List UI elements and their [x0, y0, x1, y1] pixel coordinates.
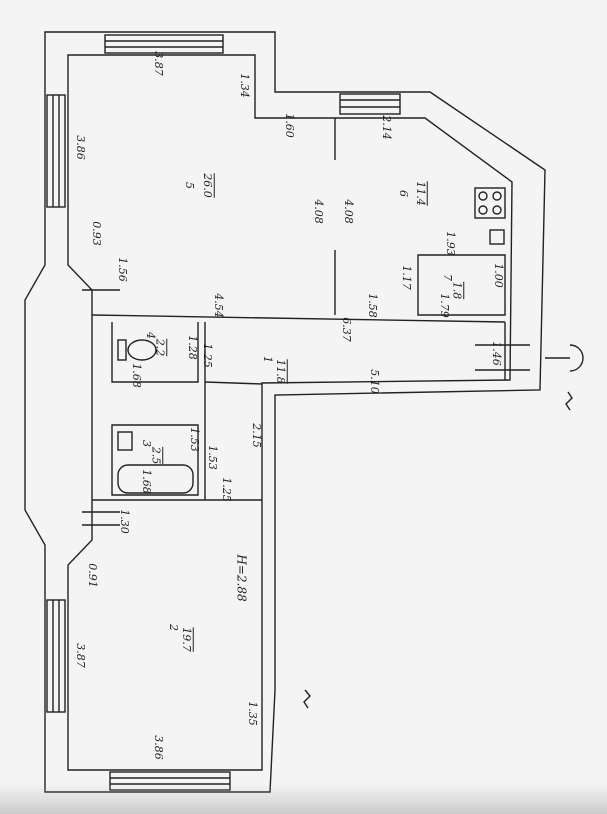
partition-wall: [111, 424, 199, 496]
room-7-area: 1.8: [450, 281, 464, 300]
toilet-bowl: [127, 339, 157, 361]
sink: [489, 229, 505, 245]
bathtub: [117, 464, 194, 494]
dim-label: 1.25: [200, 343, 214, 368]
entrance-door: [569, 344, 584, 372]
dim-label: 1.58: [365, 293, 379, 318]
room-6-area: 11.4: [413, 181, 427, 206]
room-5-number: 5: [183, 182, 196, 189]
window: [339, 93, 401, 115]
page-shadow: [0, 784, 607, 814]
dim-label: 0.91: [85, 563, 99, 588]
dim-label: 0.93: [89, 221, 103, 246]
dim-label: 1.60: [282, 113, 296, 138]
dim-label: 1.00: [491, 263, 505, 288]
dim-label: 4.08: [311, 199, 325, 224]
toilet-tank: [117, 339, 127, 361]
window: [46, 94, 66, 208]
dim-label: 1.68: [129, 363, 143, 388]
ceiling-height: H=2.88: [234, 554, 249, 602]
partition-wall: [204, 381, 263, 385]
dim-label: 1.34: [237, 73, 251, 98]
dim-label: 1.93: [443, 231, 457, 256]
dim-label: 3.86: [151, 735, 165, 760]
dim-label: 6.37: [339, 317, 353, 342]
partition-wall: [91, 314, 506, 323]
room-1-area: 11.8: [273, 359, 287, 384]
partition-wall: [111, 322, 199, 383]
inner-wall: [67, 54, 513, 771]
window: [104, 34, 224, 54]
washbasin: [117, 431, 133, 451]
room-1-number: 1: [261, 356, 274, 363]
stove: [474, 187, 506, 219]
room-7-number: 7: [441, 274, 454, 281]
dim-label: 1.56: [115, 257, 129, 282]
dim-label: 5.10: [367, 369, 381, 394]
dim-label: 1.68: [139, 469, 153, 494]
dim-label: 1.25: [219, 477, 233, 502]
dim-label: 1.28: [185, 335, 199, 360]
dim-label: 4.54: [211, 293, 225, 318]
room-6-number: 6: [397, 190, 410, 197]
dim-label: 1.53: [205, 445, 219, 470]
room-2-area: 19.7: [179, 627, 193, 652]
room-3-area: 2.5: [149, 446, 163, 465]
dim-label: 1.17: [399, 265, 413, 290]
dim-label: 1.35: [245, 701, 259, 726]
outer-wall: [24, 31, 546, 793]
dim-label: 2.15: [249, 423, 263, 448]
dim-label: 4.08: [341, 199, 355, 224]
partition-wall: [417, 254, 506, 316]
dim-label: 1.46: [489, 341, 503, 366]
dim-label: 2.14: [379, 115, 393, 140]
window: [46, 599, 66, 713]
room-2-number: 2: [167, 624, 180, 631]
dim-label: 3.87: [151, 51, 165, 76]
dim-label: 1.79: [437, 293, 451, 318]
room-5-area: 26.0: [200, 173, 214, 198]
dim-label: 3.86: [73, 135, 87, 160]
room-4-area: 2.2: [153, 338, 167, 357]
dim-label: 1.53: [187, 427, 201, 452]
dim-label: 1.30: [117, 509, 131, 534]
dim-label: 3.87: [73, 643, 87, 668]
